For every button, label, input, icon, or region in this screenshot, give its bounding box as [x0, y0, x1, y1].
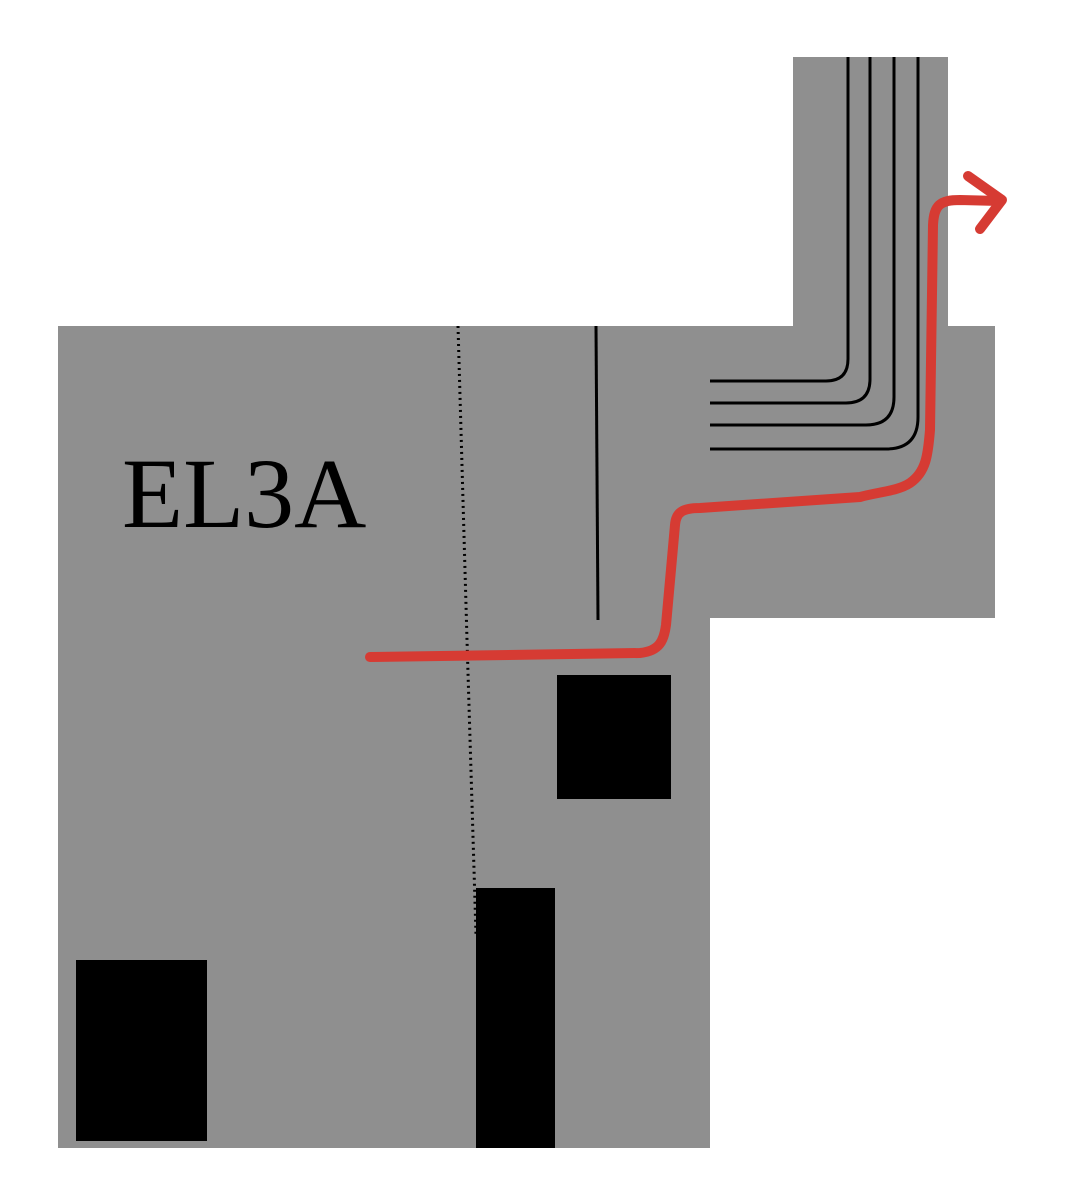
stair-line [710, 57, 896, 427]
stair-line [710, 57, 872, 405]
stair-lines [710, 57, 920, 451]
obstacle-block [476, 888, 555, 1148]
obstacles [76, 675, 671, 1148]
obstacle-block [557, 675, 671, 799]
stair-line [710, 57, 920, 451]
partitions [456, 325, 600, 936]
obstacle-block [76, 960, 207, 1141]
area-label: EL3A [122, 438, 366, 549]
corridor-area [710, 326, 995, 618]
route [365, 171, 1007, 662]
stair-line [710, 57, 850, 383]
route-path [365, 195, 1005, 662]
arrow-right-icon [963, 171, 1007, 234]
solid-partition-line [594, 325, 600, 621]
dotted-partition-line [456, 325, 478, 936]
